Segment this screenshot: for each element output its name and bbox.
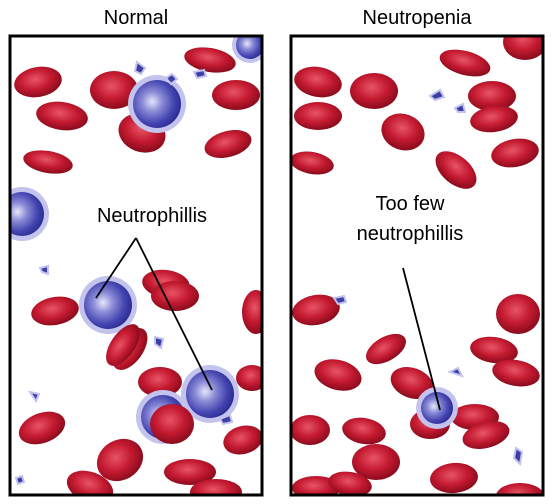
red-blood-cell-icon [236,365,262,391]
platelet-icon [512,446,524,467]
red-blood-cell-icon [294,102,342,130]
platelet-icon [154,335,165,350]
platelet-icon [218,413,234,426]
red-blood-cell-icon [96,438,144,482]
red-blood-cell-icon [366,333,406,365]
neutropenia-panel [291,36,543,495]
red-blood-cell-icon [342,417,386,445]
platelet-icon [192,68,208,80]
platelets-right [332,88,524,467]
platelet-icon [27,390,41,404]
red-blood-cell-icon [491,138,539,168]
red-blood-cell-icon [106,324,140,366]
red-blood-cell-icon [314,359,362,391]
red-blood-cell-icon [291,151,334,175]
platelet-icon [133,60,147,76]
red-blood-cell-icon [292,476,340,495]
red-blood-cell-icon [66,470,114,495]
red-blood-cell-icon [36,101,88,131]
red-blood-cell-icon [242,290,262,334]
red-blood-cell-icon [31,296,79,326]
red-blood-cell-icon [90,71,138,109]
red-blood-cell-icon [496,483,543,495]
red-blood-cell-icon [435,151,477,189]
platelet-icon [332,294,348,306]
red-blood-cell-icon [23,150,73,174]
red-blood-cell-icon [430,462,478,494]
red-blood-cell-icon [470,336,518,364]
platelet-icon [447,366,464,378]
red-blood-cell-icon [470,105,518,133]
neutrophil-icon [181,365,239,423]
red-cells-right [291,36,543,495]
red-blood-cell-icon [14,66,62,98]
platelet-icon [428,88,446,102]
platelet-icon [164,72,179,86]
pointer-line [402,267,441,411]
neutropenia-panel-frame [289,34,545,497]
red-blood-cell-icon [503,36,543,60]
normal-neutrophil-label: Neutrophillis [97,205,207,227]
neutropenia-label-line1: Too few [376,193,445,215]
red-blood-cell-icon [291,415,330,445]
normal-panel-frame [8,34,264,497]
red-blood-cell-icon [390,367,434,399]
red-blood-cell-icon [292,294,340,326]
red-blood-cell-icon [381,113,425,151]
red-blood-cell-icon [439,49,491,77]
normal-panel [10,36,262,495]
neutrophil-icon [79,276,137,334]
red-blood-cell-icon [294,66,342,98]
neutrophil-icon [416,387,458,429]
neutrophil-icon [232,36,262,63]
pointer-line [95,237,137,299]
red-blood-cell-icon [138,367,182,397]
neutrophil-icon [10,187,49,241]
red-blood-cell-icon [328,471,372,495]
neutropenia-label-line2: neutrophillis [357,223,464,245]
platelets-left [14,60,234,486]
red-blood-cell-icon [223,425,262,455]
red-blood-cell-icon [468,81,516,111]
platelet-icon [38,264,49,276]
red-blood-cell-icon [190,479,242,495]
platelet-icon [453,102,467,113]
red-cells-left [14,47,262,495]
red-blood-cell-icon [462,420,510,450]
red-blood-cell-icon [352,444,400,480]
pointer-line [135,237,213,391]
red-blood-cell-icon [204,129,252,159]
red-blood-cell-icon [164,459,216,485]
red-blood-cell-icon [492,359,540,387]
platelet-icon [14,474,26,486]
red-blood-cell-icon [184,47,236,73]
red-blood-cell-icon [212,80,260,110]
neutrophil-icon [128,75,186,133]
red-blood-cell-icon [18,411,66,445]
neutrophils-left [10,36,262,444]
normal-panel-title: Normal [104,7,168,29]
red-blood-cell-icon [150,404,194,444]
red-blood-cell-icon [496,294,540,334]
neutropenia-panel-title: Neutropenia [363,7,473,29]
red-blood-cell-icon [350,73,398,109]
red-blood-cell-icon [151,281,199,311]
